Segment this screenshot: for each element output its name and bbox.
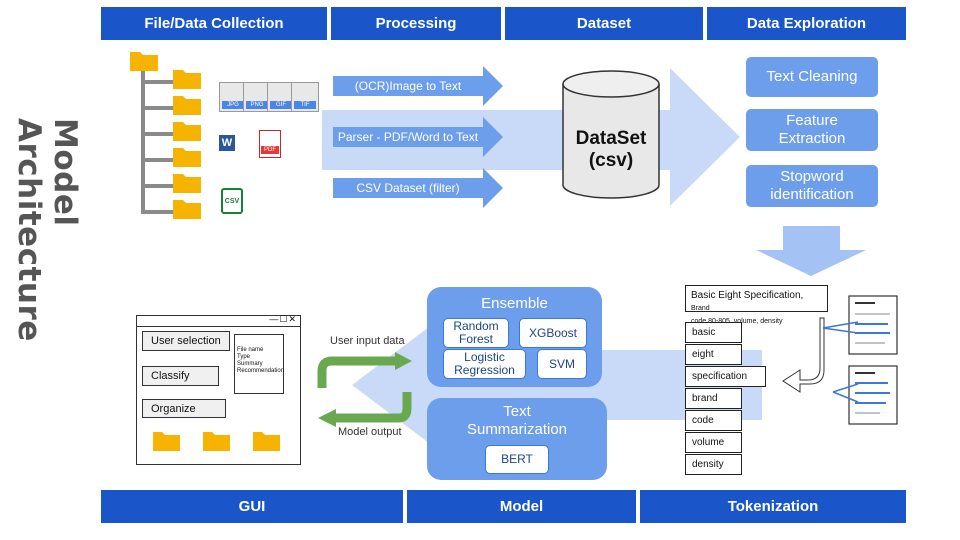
classify-button[interactable]: Classify <box>142 366 219 386</box>
dataset-title: DataSet <box>575 128 647 149</box>
csv-icon: CSV <box>221 188 243 214</box>
parser-label: Parser - PDF/Word to Text <box>337 130 479 144</box>
png-file-icon: PNG <box>243 82 271 112</box>
gui-folder-row <box>153 432 280 451</box>
user-input-label: User input data <box>330 335 405 347</box>
header-gui: GUI <box>101 490 403 523</box>
random-forest-box: Random Forest <box>443 318 509 348</box>
dataset-format: (csv) <box>588 150 634 171</box>
header-data-exploration: Data Exploration <box>707 7 906 40</box>
tif-file-icon: TIF <box>291 82 319 112</box>
doc-line-recommendation: Recommendation <box>237 368 285 374</box>
jpg-label: JPG <box>222 101 244 109</box>
header-model: Model <box>407 490 636 523</box>
gui-folder-icon <box>153 432 180 451</box>
ocr-arrow <box>333 66 503 106</box>
pdf-icon: PDF <box>259 130 281 158</box>
csv-filter-label: CSV Dataset (filter) <box>356 181 460 195</box>
csv-arrow <box>333 168 503 208</box>
green-arrowhead-right <box>395 352 412 370</box>
green-loop <box>317 356 412 423</box>
flow-arrow-down <box>756 226 866 276</box>
document-icon-bottom <box>832 365 898 425</box>
model-output-label: Model output <box>338 426 402 438</box>
user-selection-button[interactable]: User selection <box>142 331 230 351</box>
doc-line-file-name: File name <box>237 347 264 353</box>
header-file-collection: File/Data Collection <box>101 7 327 40</box>
dataset-label: DataSet (csv) <box>563 128 659 172</box>
gif-label: GIF <box>270 101 292 109</box>
xgboost-box: XGBoost <box>519 318 587 348</box>
spec-sentence-box: Basic Eight Specification, Brand code 80… <box>685 285 828 325</box>
parser-arrow <box>333 117 503 157</box>
token-eight: eight <box>685 344 742 365</box>
gui-titlebar <box>137 316 300 327</box>
bert-box: BERT <box>485 445 549 474</box>
token-specification: specification <box>685 366 766 387</box>
window-controls-icon[interactable]: —☐✕ <box>269 314 297 324</box>
gui-folder-icon <box>253 432 280 451</box>
ensemble-title: Ensemble <box>481 295 548 312</box>
gui-folder-icon <box>203 432 230 451</box>
doc-line-summary: Summary <box>237 361 263 367</box>
text-cleaning-box: Text Cleaning <box>746 57 878 97</box>
token-hook-arrow <box>782 317 825 393</box>
ocr-label: (OCR)Image to Text <box>354 79 462 93</box>
token-volume: volume <box>685 432 742 453</box>
gui-document-preview: File name Type Summary Recommendation <box>234 334 284 394</box>
spec-brand: Brand <box>691 305 710 312</box>
token-basic: basic <box>685 322 742 343</box>
feature-extraction-box: Feature Extraction <box>746 109 878 151</box>
png-label: PNG <box>246 101 268 109</box>
header-tokenization: Tokenization <box>640 490 906 523</box>
token-code: code <box>685 410 742 431</box>
logistic-regression-box: Logistic Regression <box>443 349 526 379</box>
header-processing: Processing <box>331 7 501 40</box>
green-arrowhead-left <box>318 409 336 427</box>
organize-button[interactable]: Organize <box>142 399 226 418</box>
database-cylinder <box>562 70 660 199</box>
spec-title: Basic Eight Specification, <box>691 290 804 301</box>
header-dataset: Dataset <box>505 7 703 40</box>
pdf-label: PDF <box>261 146 279 154</box>
summarization-title: Text Summarization <box>466 403 568 438</box>
token-density: density <box>685 454 742 475</box>
spec-detail: code 80-805, volume, density <box>691 318 783 325</box>
stopword-box: Stopword identification <box>746 165 878 207</box>
folder-tree <box>141 68 173 214</box>
word-icon: W <box>219 135 235 151</box>
token-brand: brand <box>685 388 742 409</box>
folder-icons <box>130 52 201 219</box>
svm-box: SVM <box>537 349 587 379</box>
tif-label: TIF <box>294 101 316 109</box>
doc-line-type: Type <box>237 354 251 360</box>
flow-arrow-main <box>322 68 740 206</box>
document-icon-top <box>822 295 898 355</box>
jpg-file-icon: JPG <box>219 82 247 112</box>
